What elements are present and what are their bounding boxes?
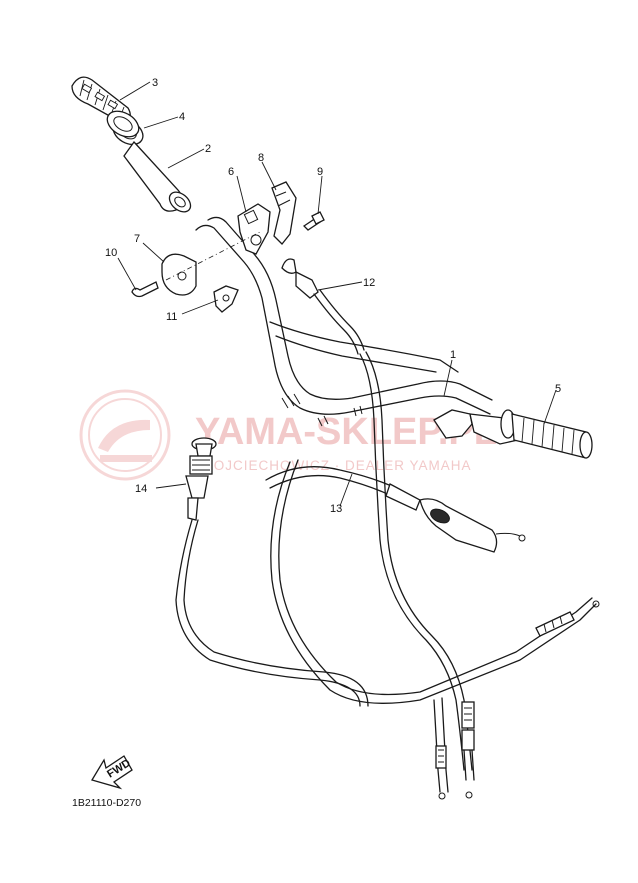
watermark-subtitle: WOJCIECHOWICZ · DEALER YAMAHA: [200, 458, 472, 473]
label-6: 6: [228, 166, 234, 178]
cable-guide: [213, 285, 239, 313]
label-3: 3: [152, 77, 158, 89]
label-13: 13: [330, 503, 342, 515]
label-12: 12: [363, 277, 375, 289]
label-11: 11: [166, 311, 177, 323]
assembly-axis: [165, 231, 261, 281]
handlebar: [195, 216, 493, 427]
clutch-cable: [265, 466, 526, 553]
fwd-arrow: FWD: [91, 755, 133, 790]
label-10: 10: [105, 247, 117, 259]
label-9: 9: [317, 166, 323, 178]
grip-collar: [106, 110, 144, 146]
label-2: 2: [205, 143, 211, 155]
diagram-code: 1B21110-D270: [72, 797, 141, 809]
label-7: 7: [134, 233, 140, 245]
clamp: [161, 253, 197, 296]
housing-cover: [271, 181, 297, 245]
leader-lines: [117, 81, 557, 507]
part-labels: 3 4 2 6 8 9 7 10 11 12 1 5 13 14: [105, 77, 561, 515]
long-cable-loop: [270, 459, 600, 800]
label-5: 5: [555, 383, 561, 395]
throttle-housing: [237, 203, 271, 255]
label-4: 4: [179, 111, 185, 123]
screw-9: [302, 211, 325, 231]
choke-cable: [175, 437, 369, 707]
watermark-logo: [79, 389, 171, 481]
throttle-tube: [123, 140, 192, 213]
label-8: 8: [258, 152, 264, 164]
watermark: YAMA-SKLEP.PL WOJCIECHOWICZ · DEALER YAM…: [79, 389, 497, 481]
label-14: 14: [135, 483, 147, 495]
right-grip: [433, 409, 593, 459]
label-1: 1: [450, 349, 456, 361]
throttle-cable: [281, 258, 473, 771]
bolt-10: [131, 281, 159, 298]
